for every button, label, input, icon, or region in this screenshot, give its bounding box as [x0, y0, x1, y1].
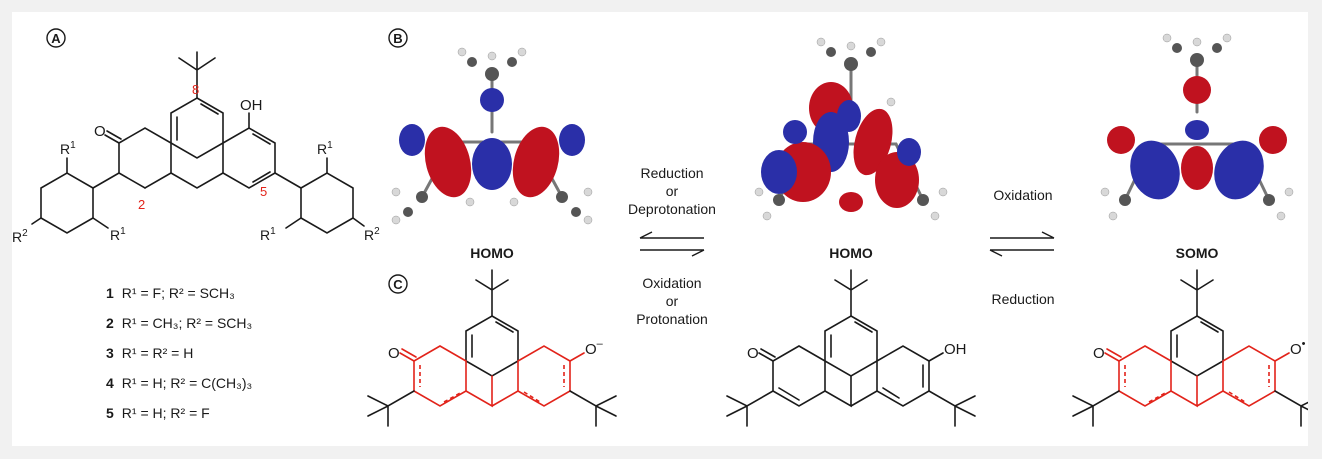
structure-c-middle: O OH [726, 269, 976, 427]
c-left-ring-upper [465, 315, 519, 377]
eq-left-bottom-2: or [666, 293, 679, 309]
c-right-red-rings [1118, 345, 1276, 408]
c-mid-ring-upper [824, 315, 878, 377]
c-right-tbutyl-top [1180, 269, 1214, 317]
orbital-homo-middle: HOMO [754, 37, 948, 261]
structure-c-left: O O– [367, 269, 617, 427]
carbonyl [104, 130, 122, 144]
aryl-right-ring [300, 172, 354, 234]
c-left-o: O [388, 345, 400, 362]
arrow-right-to-left [989, 249, 1054, 257]
c-left-tbutyl-left [367, 390, 415, 427]
c-mid-double [778, 364, 924, 401]
panel-label-a: A [46, 28, 66, 48]
aryl-right-link [274, 172, 302, 189]
ring-bottom [144, 172, 224, 189]
eq-left-top-2: or [666, 183, 679, 199]
c-left-o-minus: O– [585, 338, 604, 358]
ring-right [222, 127, 276, 189]
panel-a-text: A [51, 31, 61, 46]
eq-right-top: Oxidation [993, 187, 1052, 203]
c-mid-oh: OH [944, 341, 967, 358]
c-right-ring-upper-double [1176, 321, 1219, 358]
panel-label-b: B [388, 28, 408, 48]
r2-right: R2 [364, 226, 380, 243]
eq-right-bottom: Reduction [991, 291, 1054, 307]
r1-top-left: R1 [60, 140, 76, 157]
eq-left-bottom-3: Protonation [636, 311, 708, 327]
figure-panel: A B C O OH 8 2 5 R1 [12, 12, 1308, 446]
c-mid-carbonyl [758, 348, 776, 362]
eq-left-top-3: Deprotonation [628, 201, 716, 217]
ring-upper [170, 97, 224, 159]
c-mid-o: O [747, 345, 759, 362]
c-right-tbutyl-right [1274, 390, 1308, 427]
orbital-label-middle: HOMO [829, 245, 873, 261]
orbital-somo-right: SOMO [1100, 33, 1294, 261]
aryl-right-subs [285, 157, 365, 229]
c-right-red-delocal [1124, 365, 1270, 403]
c-mid-rings [772, 345, 930, 408]
r1-bottom-left: R1 [110, 226, 126, 243]
arrow-left-to-right [640, 249, 705, 257]
c-right-tbutyl-left [1072, 390, 1120, 427]
r1-top-right: R1 [317, 140, 333, 157]
arrow-left-to-left [639, 231, 704, 239]
atom-o: O [94, 123, 106, 140]
equilibrium-left: Reduction or Deprotonation Oxidation or … [628, 165, 716, 327]
c-right-cO-bond [1274, 352, 1290, 362]
c-left-red-rings [413, 345, 571, 408]
c-left-carbonyl [399, 348, 417, 362]
arrow-right-to-right [990, 231, 1055, 239]
c-right-o-radical: O• [1290, 338, 1306, 358]
eq-left-top-1: Reduction [640, 165, 703, 181]
orbital-homo-left: HOMO [391, 47, 593, 261]
structure-c-right: O O• [1072, 269, 1308, 427]
orbital-label-right: SOMO [1176, 245, 1219, 261]
c-right-o: O [1093, 345, 1105, 362]
c-left-tbutyl-top [475, 269, 509, 317]
atom-oh: OH [240, 97, 263, 114]
panel-b-text: B [393, 31, 402, 46]
c-left-red-delocal [419, 365, 565, 403]
eq-left-bottom-1: Oxidation [642, 275, 701, 291]
ring-upper-double [176, 103, 219, 141]
aryl-left-ring [40, 172, 94, 234]
c-left-tbutyl-right [569, 390, 617, 427]
position-8: 8 [192, 82, 199, 97]
aryl-left-link [92, 172, 120, 189]
c-mid-ring-upper-double [830, 321, 873, 358]
r1-bottom-right: R1 [260, 226, 276, 243]
ring-right-double [252, 133, 271, 183]
r2-left: R2 [12, 228, 28, 245]
c-mid-oh-bond [928, 352, 944, 362]
c-left-ring-upper-double [471, 321, 514, 358]
c-mid-tbutyl-right [928, 390, 976, 427]
orbital-label-left: HOMO [470, 245, 514, 261]
c-mid-tbutyl-top [834, 269, 868, 317]
c-right-carbonyl [1104, 348, 1122, 362]
ring-left [118, 127, 172, 189]
position-2: 2 [138, 197, 145, 212]
panel-label-c: C [388, 274, 408, 294]
equilibrium-right: Oxidation Reduction [989, 187, 1055, 307]
c-right-ring-upper [1170, 315, 1224, 377]
position-5: 5 [260, 184, 267, 199]
c-left-cO-bond [569, 352, 585, 362]
structure-a: O OH 8 2 5 R1 R1 R1 R1 R2 R2 [12, 51, 380, 245]
panel-c-text: C [393, 277, 403, 292]
tbutyl-top-bonds [178, 51, 216, 99]
figure-canvas: A B C O OH 8 2 5 R1 [12, 28, 1308, 427]
c-mid-tbutyl-left [726, 390, 774, 427]
aryl-left-subs [31, 157, 109, 229]
